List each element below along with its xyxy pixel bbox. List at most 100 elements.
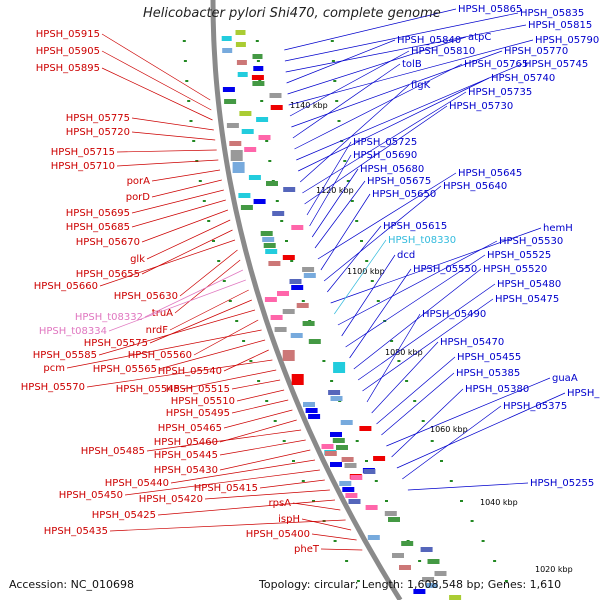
gene-feature — [308, 339, 321, 344]
gene-label-reverse: HPSH_05675 — [367, 176, 431, 187]
leader-line — [223, 349, 269, 372]
scale-label: 1100 kbp — [347, 267, 385, 276]
gene-label-forward: HPSH_05495 — [166, 408, 230, 419]
tick-circle-outer-left-dot — [282, 440, 286, 442]
tick-circle-outer-left-dot — [273, 420, 277, 422]
gene-label-forward: HPSH_05425 — [92, 510, 156, 521]
tick-circle-inner-dot — [290, 260, 294, 262]
gene-label-reverse: HPSH_05640 — [443, 181, 507, 192]
tick-circle-outer-left-dot — [185, 80, 189, 82]
tick-circle-outer-left-dot — [265, 400, 269, 402]
gene-feature — [330, 396, 343, 401]
gene-feature — [238, 193, 251, 198]
gene-feature — [237, 72, 248, 77]
gene-feature — [422, 577, 435, 582]
gene-label-forward: HPSH_05545 — [116, 384, 180, 395]
gene-label-forward: HPSH_05630 — [114, 291, 178, 302]
gene-feature — [269, 93, 282, 98]
tick-circle-outer-right-dot — [481, 540, 485, 542]
leader-line — [231, 399, 289, 414]
gene-feature — [291, 285, 304, 290]
leader-line — [386, 377, 551, 447]
gene-label-forward: HPSH_05655 — [76, 269, 140, 280]
leader-line — [292, 502, 341, 511]
tick-circle-outer-left-dot — [235, 320, 239, 322]
gene-label-forward: HPSH_05660 — [34, 281, 98, 292]
gene-feature — [262, 237, 275, 242]
gene-feature — [291, 225, 304, 230]
leader-line — [170, 459, 316, 484]
tick-circle-inner-dot — [256, 60, 260, 62]
tick-circle-inner-dot — [275, 200, 279, 202]
gene-feature — [241, 129, 254, 134]
gene-feature — [270, 315, 283, 320]
leader-line — [302, 91, 467, 194]
gene-label-forward: HPSH_05710 — [51, 161, 115, 172]
leader-line — [402, 405, 502, 480]
gene-feature — [324, 451, 337, 456]
gene-feature — [236, 60, 247, 65]
tick-circle-inner-dot — [374, 480, 378, 482]
gene-label-forward: pcm — [43, 363, 65, 374]
leader-line — [219, 439, 306, 456]
gene-label-reverse: HPSH_05840 — [397, 35, 461, 46]
leader-line — [337, 240, 498, 326]
gene-label-forward: HPSH_05515 — [166, 384, 230, 395]
leader-line — [219, 449, 311, 471]
scale-label: 1060 kbp — [430, 425, 468, 434]
leader-line — [169, 289, 249, 331]
gene-feature — [449, 595, 462, 600]
gene-feature — [282, 255, 295, 260]
tick-circle-outer-right-dot — [350, 200, 354, 202]
gene-feature — [221, 36, 232, 41]
gene-feature — [303, 273, 316, 278]
gene-feature — [282, 309, 295, 314]
leader-line — [158, 339, 266, 370]
gene-label-reverse: HPSH_05525 — [487, 250, 551, 261]
gene-feature — [367, 535, 380, 540]
gene-feature — [333, 362, 346, 373]
gene-label-forward: HPSH_05440 — [105, 478, 169, 489]
tick-circle-outer-right-dot — [504, 580, 508, 582]
gene-feature — [244, 147, 257, 152]
gene-label-forward: glk — [130, 254, 145, 265]
tick-circle-outer-left-dot — [249, 360, 253, 362]
leader-line — [327, 225, 382, 293]
gene-label-forward: HPSH_05485 — [81, 446, 145, 457]
tick-circle-outer-right-dot — [333, 80, 337, 82]
gene-feature — [348, 499, 361, 504]
gene-label-reverse: HPSH_05480 — [497, 279, 561, 290]
gene-feature — [256, 117, 269, 122]
gene-feature — [263, 243, 276, 248]
genome-backbone-arc — [210, 0, 403, 600]
leader-line — [294, 63, 463, 150]
gene-label-reverse: tolB — [402, 59, 422, 70]
tick-circle-inner-dot — [268, 160, 272, 162]
tick-circle-outer-left-dot — [312, 500, 315, 502]
gene-label-reverse: HPSH_05690 — [353, 150, 417, 161]
gene-feature — [224, 99, 237, 104]
gene-label-forward: porA — [127, 176, 151, 187]
gene-feature — [388, 517, 400, 522]
tick-circle-inner-dot — [265, 140, 269, 142]
gene-label-reverse: HPSH_05765 — [464, 59, 528, 70]
gene-label-reverse: HPSH_05725 — [353, 137, 417, 148]
gene-feature — [222, 87, 235, 92]
gene-label-reverse: HPSH_05865 — [458, 4, 522, 15]
gene-feature — [427, 559, 440, 564]
tick-circle-inner-dot — [280, 220, 284, 222]
leader-line — [366, 313, 421, 403]
leader-line — [101, 67, 213, 121]
gene-label-forward: nrdF — [146, 325, 169, 336]
gene-label-reverse: HPSH_05490 — [422, 309, 486, 320]
gene-label-reverse: HPSH_05475 — [495, 294, 559, 305]
gene-feature — [399, 565, 411, 570]
leader-line — [99, 239, 236, 287]
leader-line — [353, 268, 482, 370]
gene-label-forward: HPSH_05510 — [171, 396, 235, 407]
tick-circle-outer-left-dot — [192, 140, 196, 142]
leader-line — [193, 319, 259, 356]
gene-feature — [252, 54, 263, 59]
